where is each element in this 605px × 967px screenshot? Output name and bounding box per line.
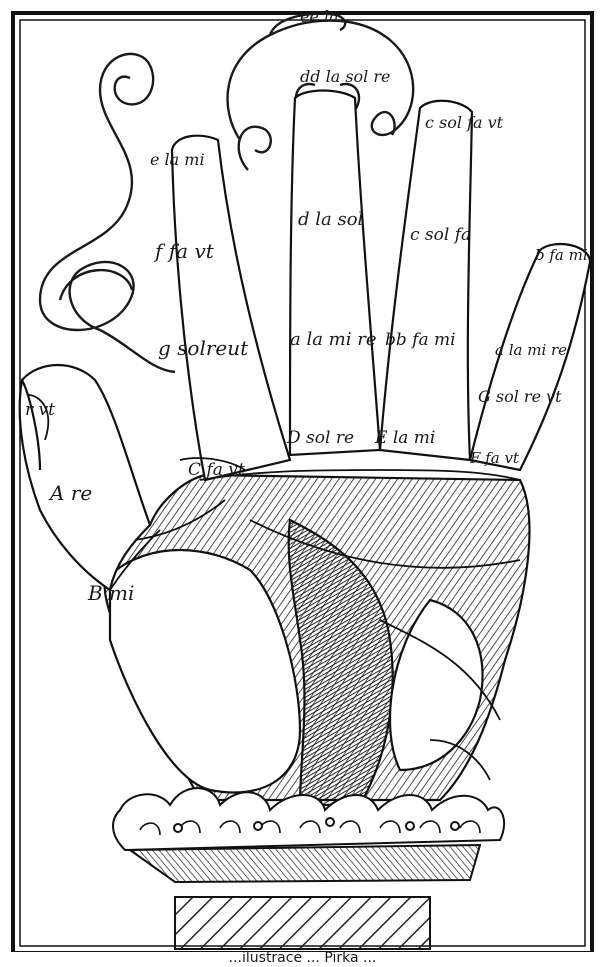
image-caption: ...ilustrace ... Pirka ...: [0, 950, 605, 966]
label-a-lamire: a la mi re: [290, 329, 376, 350]
label-gamma-ut: r vt: [25, 400, 55, 420]
label-c-solfaut: c sol fa vt: [425, 113, 504, 132]
label-g-solreut-low: G sol re vt: [478, 387, 562, 406]
label-ee-la: ee la: [300, 7, 339, 26]
label-f-faut-pinky: F fa vt: [469, 449, 520, 467]
sleeve-base: [175, 897, 430, 949]
label-c-solfa: c sol fa: [410, 225, 471, 245]
label-a-re: A re: [48, 481, 92, 505]
label-dd-lasolre: dd la sol re: [300, 67, 390, 86]
label-b-mi: B mi: [87, 581, 134, 605]
label-d-lasol: d la sol: [298, 209, 364, 230]
label-e-lami-high: e la mi: [150, 150, 205, 169]
label-a-lamire-low: a la mi re: [495, 341, 567, 359]
label-e-lami: E la mi: [374, 428, 435, 448]
label-bb-fami: bb fa mi: [385, 330, 456, 350]
label-c-faut: C fa vt: [188, 460, 245, 480]
label-g-solreut: g solreut: [158, 336, 249, 360]
label-b-fami: b fa mi: [535, 246, 588, 264]
label-f-faut: f fa vt: [153, 239, 215, 263]
cuff-ruffle: [113, 788, 504, 882]
label-d-solre: D sol re: [286, 428, 354, 448]
